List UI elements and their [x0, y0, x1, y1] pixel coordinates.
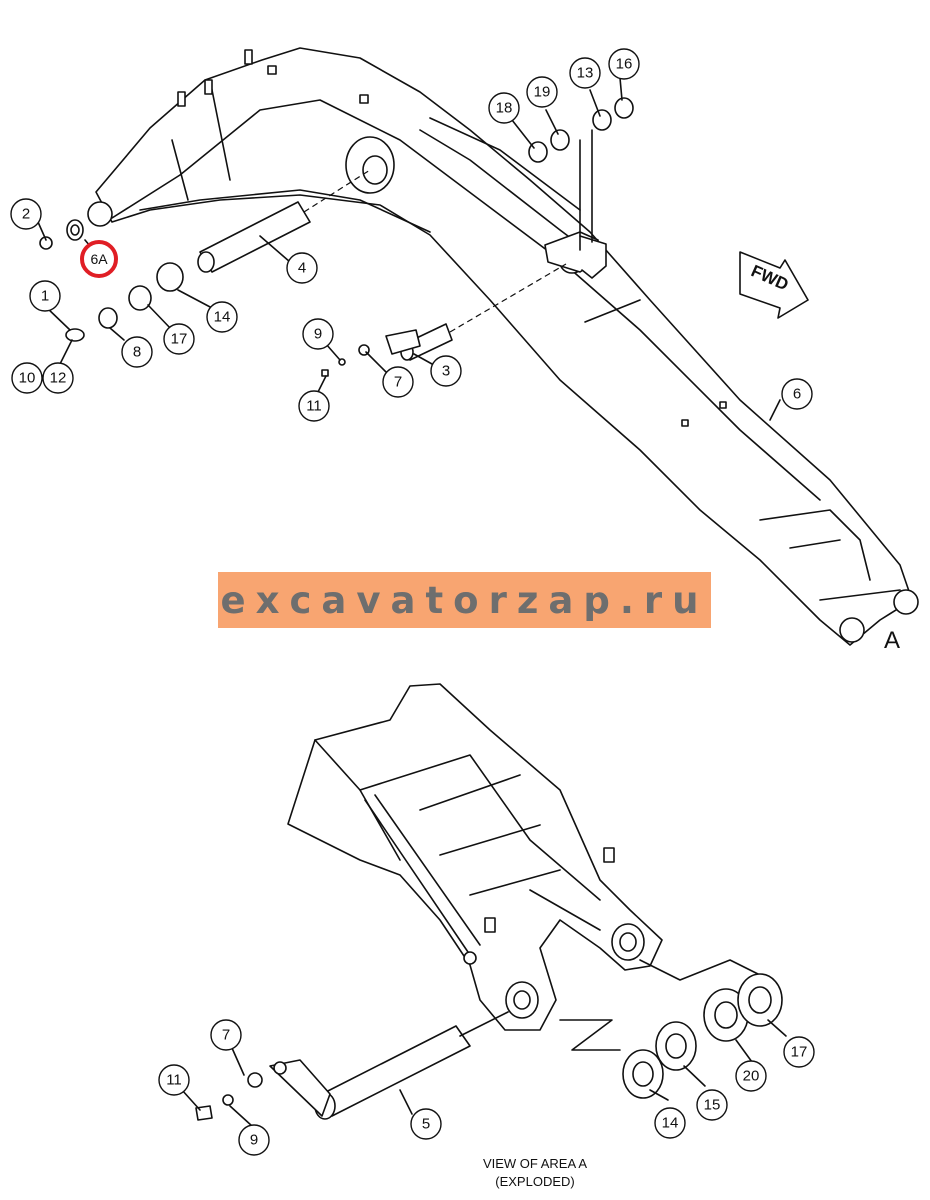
callout-9-top: 9	[302, 318, 334, 350]
pin-4	[197, 169, 371, 273]
svg-text:8: 8	[133, 344, 141, 361]
callout-13: 13	[569, 57, 601, 89]
svg-text:4: 4	[298, 260, 306, 277]
area-a-view	[287, 683, 663, 1031]
pin-5	[195, 959, 761, 1121]
svg-text:14: 14	[662, 1115, 679, 1132]
svg-text:16: 16	[616, 56, 633, 73]
callout-1: 1	[29, 280, 61, 312]
callout-6a: 6A	[80, 240, 118, 278]
stick-assembly: FWD A	[87, 47, 919, 654]
callout-19: 19	[526, 76, 558, 108]
callout-8: 8	[121, 336, 153, 368]
callout-14-bottom: 14	[654, 1107, 686, 1139]
callout-20: 20	[735, 1060, 767, 1092]
svg-text:11: 11	[306, 398, 322, 415]
svg-text:13: 13	[577, 65, 594, 82]
callout-5: 5	[410, 1108, 442, 1140]
caption-line-1: VIEW OF AREA A	[482, 1156, 588, 1171]
svg-text:1: 1	[41, 288, 49, 305]
callout-14-top: 14	[206, 301, 238, 333]
svg-text:7: 7	[394, 374, 402, 391]
callout-17-top: 17	[163, 323, 195, 355]
svg-text:7: 7	[222, 1027, 230, 1044]
watermark-banner: excavatorzap.ru	[218, 572, 711, 628]
callout-16: 16	[608, 48, 640, 80]
callout-7-top: 7	[382, 366, 414, 398]
svg-text:2: 2	[22, 206, 30, 223]
top-hardware	[39, 97, 634, 377]
callout-15: 15	[696, 1089, 728, 1121]
pin-3	[385, 263, 567, 361]
svg-text:14: 14	[214, 309, 231, 326]
callout-17-bottom: 17	[783, 1036, 815, 1068]
svg-text:9: 9	[250, 1132, 258, 1149]
svg-text:20: 20	[743, 1068, 760, 1085]
callout-10: 10	[11, 362, 43, 394]
callout-3: 3	[430, 355, 462, 387]
callout-6: 6	[781, 378, 813, 410]
svg-text:6A: 6A	[90, 251, 108, 267]
svg-text:17: 17	[171, 331, 188, 348]
callout-9-bottom: 9	[238, 1124, 270, 1156]
svg-text:18: 18	[496, 100, 513, 117]
svg-text:19: 19	[534, 84, 551, 101]
svg-text:6: 6	[793, 386, 801, 403]
svg-text:17: 17	[791, 1044, 808, 1061]
callout-7-bottom: 7	[210, 1019, 242, 1051]
svg-text:5: 5	[422, 1116, 430, 1133]
lug-studs	[177, 49, 727, 427]
svg-text:12: 12	[50, 370, 67, 387]
callout-11-bottom: 11	[158, 1064, 190, 1096]
callout-11-top: 11	[298, 390, 330, 422]
area-letter: A	[884, 627, 900, 654]
callout-12: 12	[42, 362, 74, 394]
svg-text:9: 9	[314, 326, 322, 343]
fwd-arrow: FWD	[739, 251, 809, 319]
shims-area-a	[622, 973, 783, 1099]
callout-18: 18	[488, 92, 520, 124]
svg-text:11: 11	[166, 1072, 182, 1089]
callout-4: 4	[286, 252, 318, 284]
svg-text:3: 3	[442, 363, 450, 380]
caption-line-2: (EXPLODED)	[495, 1174, 575, 1189]
svg-text:15: 15	[704, 1097, 721, 1114]
callout-2: 2	[10, 198, 42, 230]
svg-text:10: 10	[19, 370, 36, 387]
watermark-text: excavatorzap.ru	[220, 578, 709, 622]
